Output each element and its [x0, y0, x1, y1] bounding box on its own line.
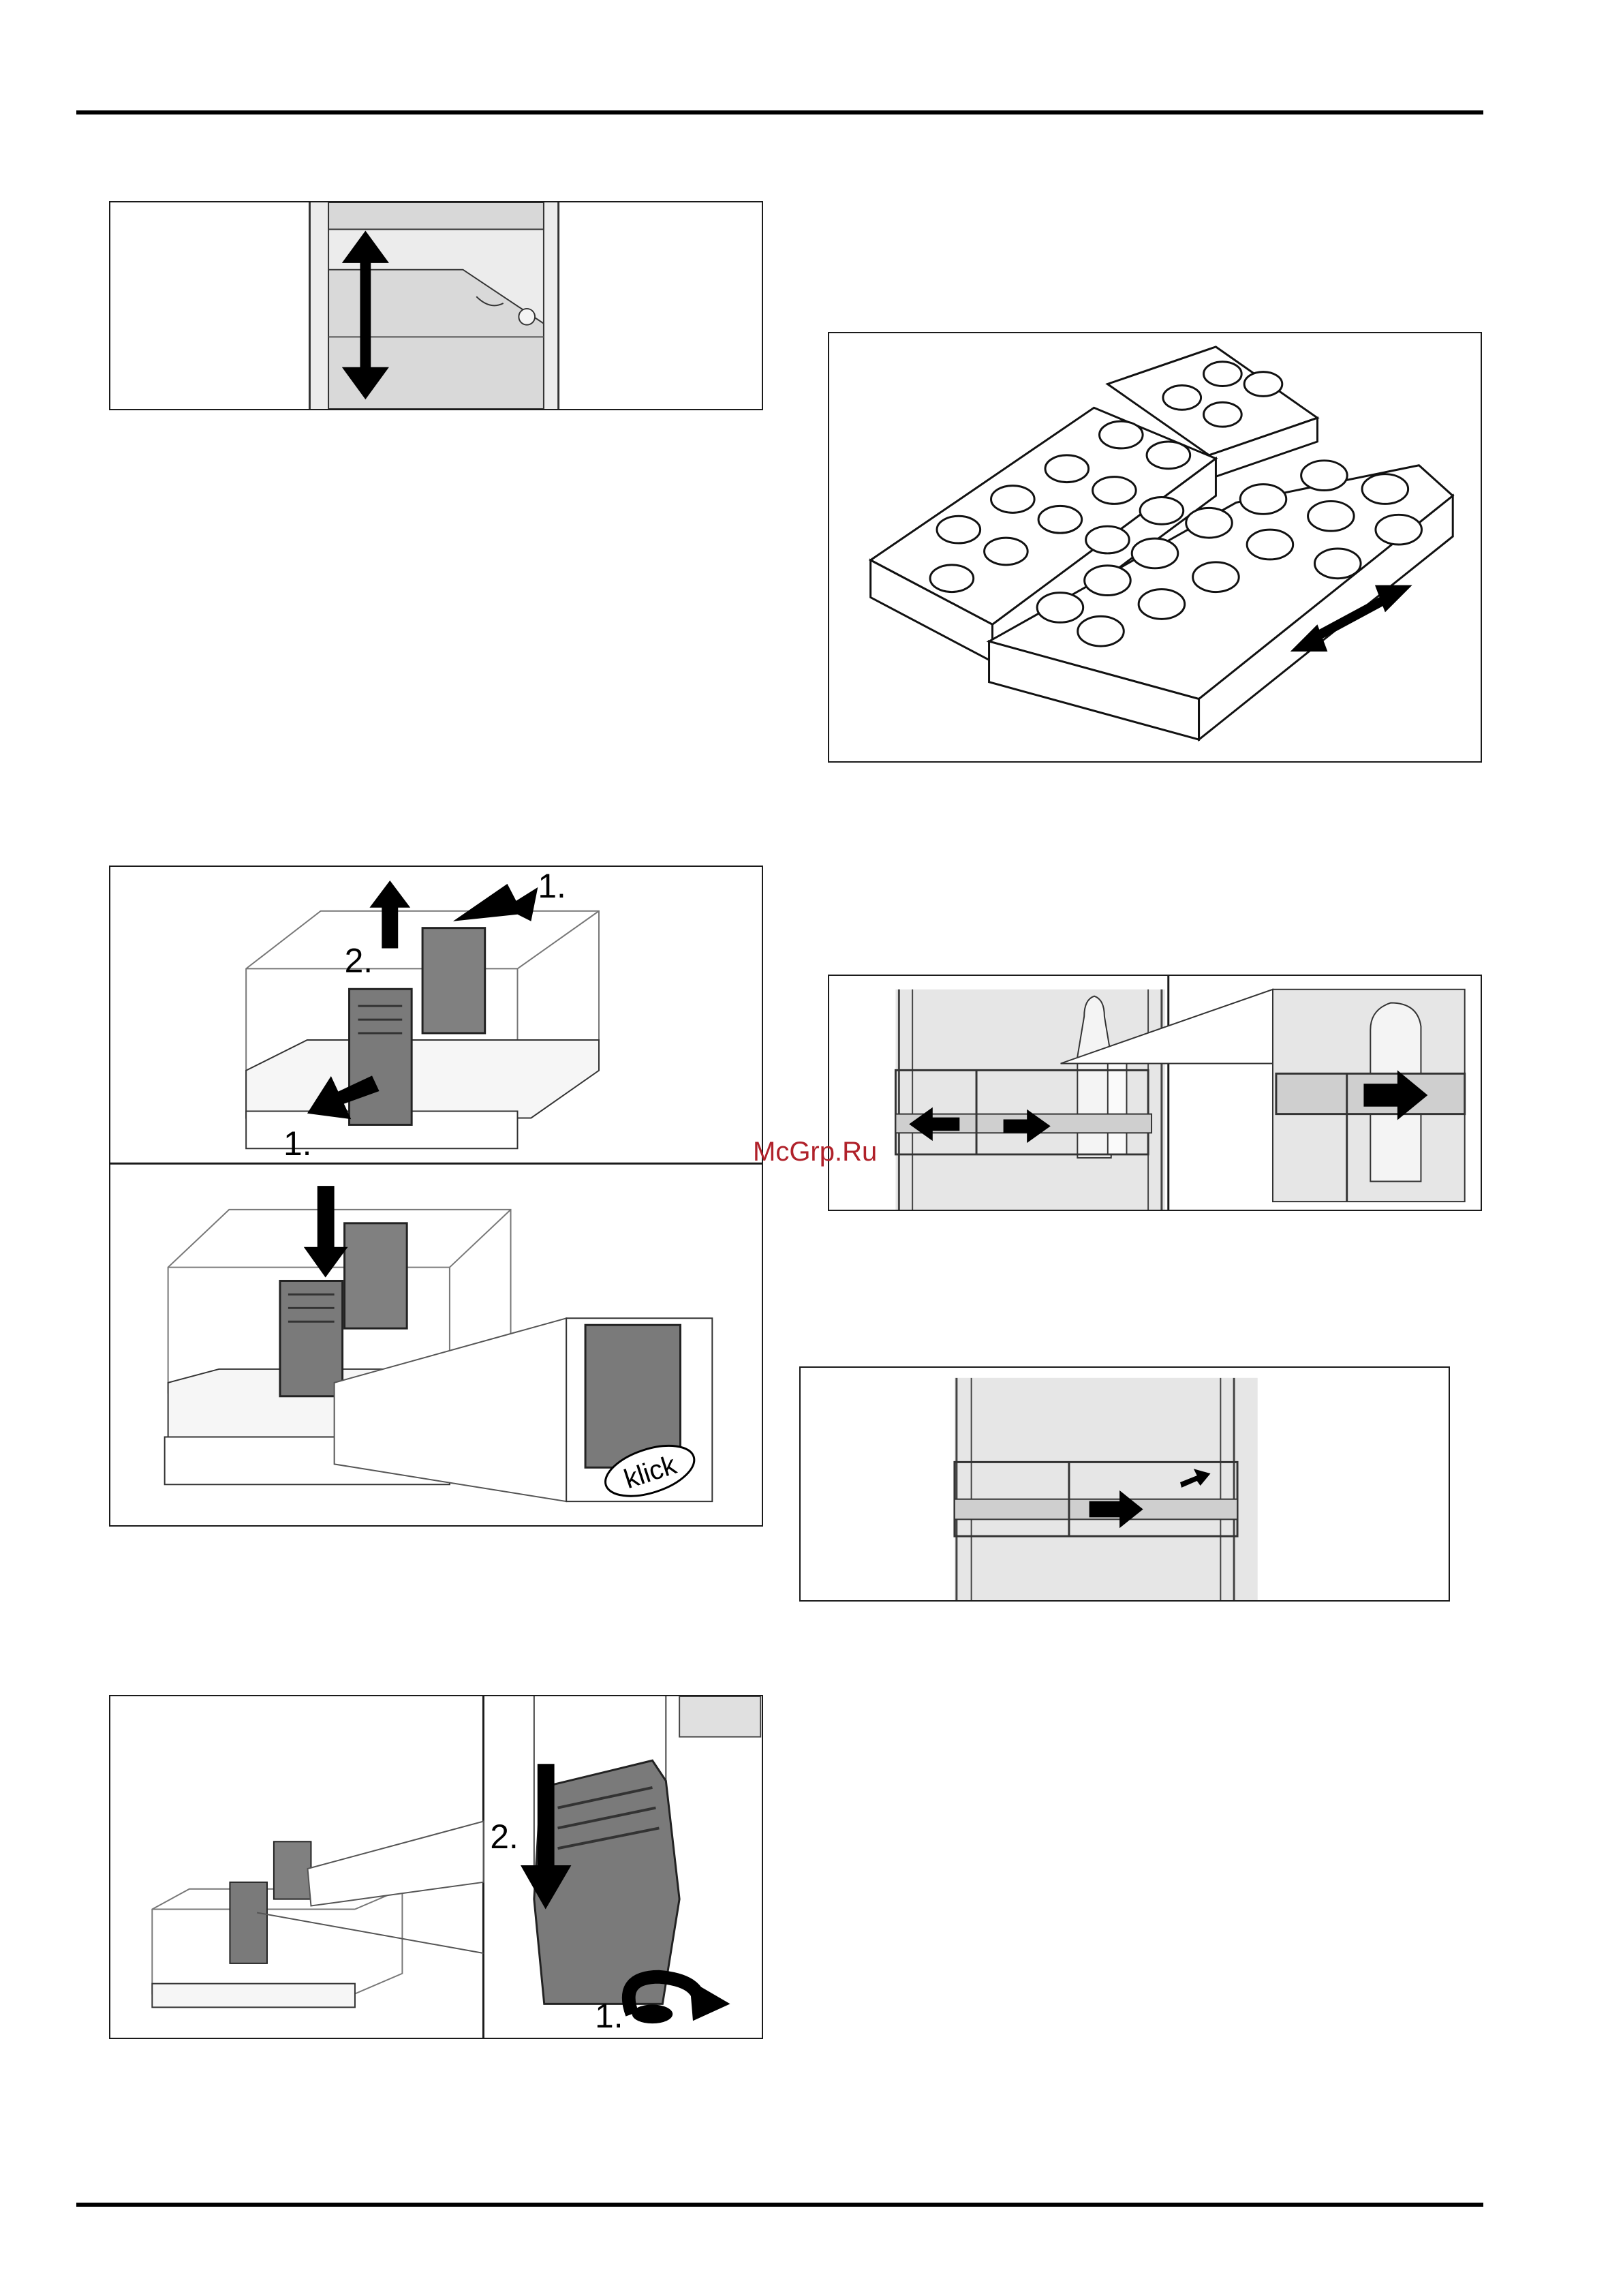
bottom-rule [76, 2203, 1483, 2207]
figure-bottle-holder [828, 975, 1482, 1211]
top-rule [76, 110, 1483, 114]
step-1a-label: 1. [538, 867, 566, 905]
figure-divider-insert: 1. 2. 1. klick [109, 866, 763, 1527]
step-1b-label: 1. [283, 1124, 312, 1163]
step-2-label: 2. [490, 1818, 518, 1856]
step-2-label: 2. [345, 941, 373, 979]
step-1-label: 1. [595, 1997, 623, 2035]
figure-bottle-holder-slide [799, 1366, 1450, 1602]
watermark: McGrp.Ru [753, 1137, 877, 1167]
figure-divider-remove: 2. 1. [109, 1695, 763, 2039]
figure-egg-trays [828, 332, 1482, 763]
figure-drawer-height [109, 201, 763, 410]
